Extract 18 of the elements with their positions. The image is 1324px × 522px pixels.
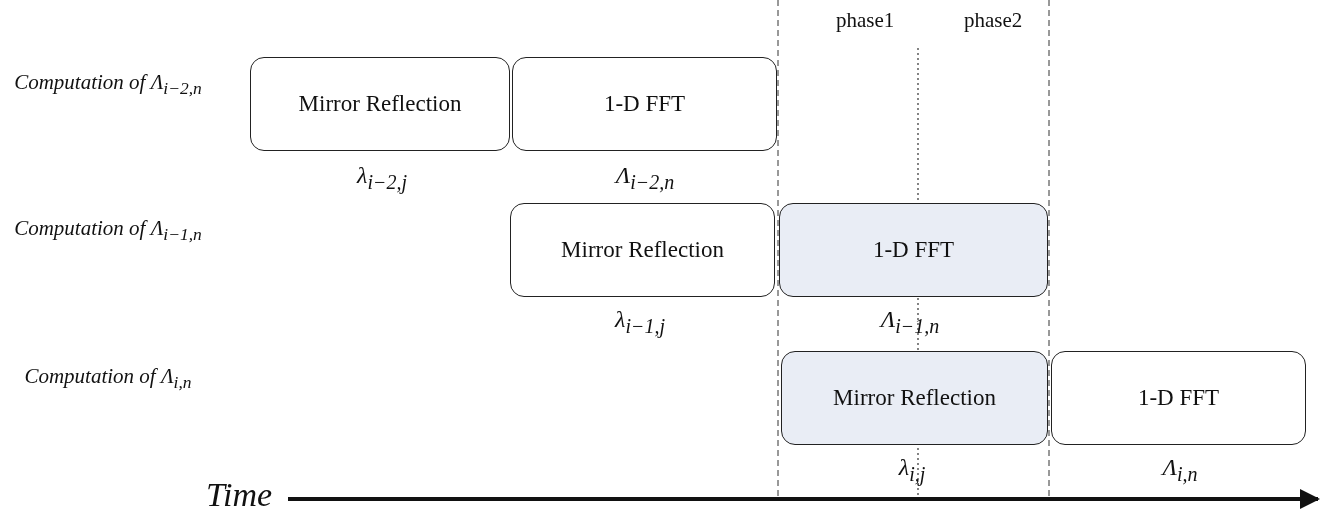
caption-label: λ$_{i,j}$ — [898, 454, 926, 486]
process-box: 1-D FFT — [512, 57, 777, 151]
caption-label: λ$_{i−2,j}$ — [357, 162, 407, 194]
row-label: Computation of Λ$_{i−1,n}$ — [13, 215, 203, 247]
caption-label: Λ$_{i−1,n}$ — [880, 306, 940, 338]
caption-label: Λ$_{i−2,n}$ — [615, 162, 675, 194]
caption-label: λ$_{i−1,j}$ — [615, 306, 665, 338]
process-box: 1-D FFT — [1051, 351, 1306, 445]
caption-label: Λ$_{i,n}$ — [1162, 454, 1198, 486]
process-box: 1-D FFT — [779, 203, 1048, 297]
phase-label: phase1 — [836, 8, 895, 33]
row-label: Computation of Λ$_{i−2,n}$ — [13, 69, 203, 101]
process-box: Mirror Reflection — [250, 57, 510, 151]
row-label: Computation of Λ$_{i,n}$ — [23, 363, 193, 395]
process-box: Mirror Reflection — [781, 351, 1048, 445]
axis-label: Time — [206, 476, 273, 514]
process-box: Mirror Reflection — [510, 203, 775, 297]
phase-label: phase2 — [964, 8, 1023, 33]
